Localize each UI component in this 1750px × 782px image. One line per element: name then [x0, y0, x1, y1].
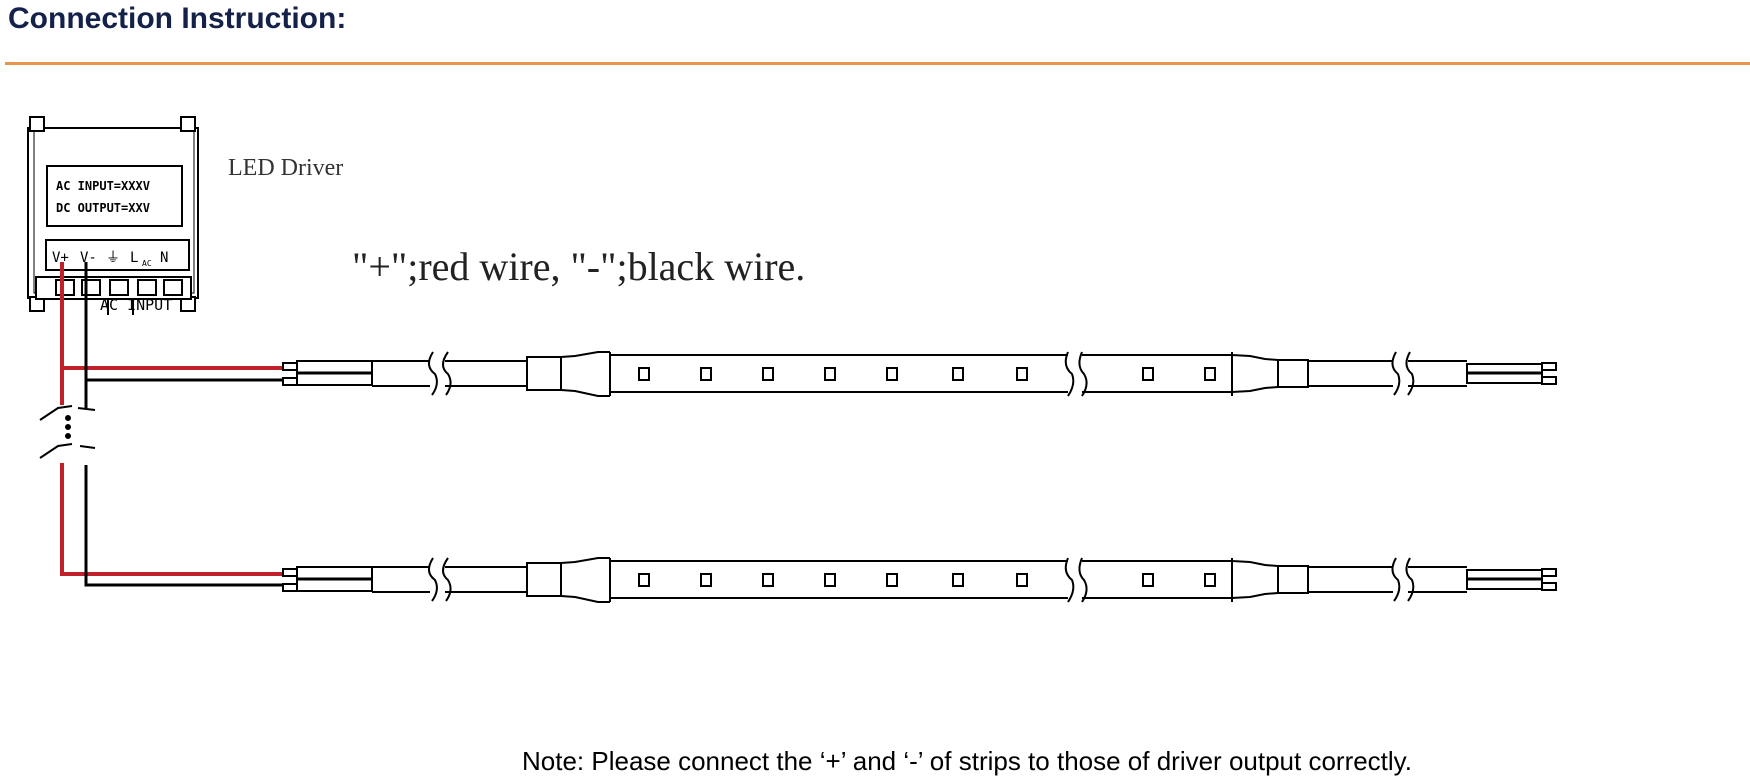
- led-chip: [824, 367, 836, 381]
- lead-wire: [1541, 582, 1557, 591]
- led-chip: [886, 573, 898, 587]
- led-chip: [1142, 573, 1154, 587]
- lead-wire: [1541, 362, 1557, 371]
- break-mark: [1064, 557, 1088, 603]
- led-chip: [1204, 367, 1216, 381]
- connector: [1277, 565, 1309, 594]
- lead-wire: [1541, 376, 1557, 385]
- lead-wire: [282, 362, 298, 371]
- led-chip: [700, 367, 712, 381]
- terminal-screws: [55, 279, 183, 296]
- wire-color-legend: "+";red wire, "-";black wire.: [352, 244, 805, 289]
- page-title: Connection Instruction:: [8, 2, 347, 35]
- led-chip: [824, 573, 836, 587]
- led-chip: [886, 367, 898, 381]
- cable: [1308, 360, 1467, 387]
- led-chip: [952, 573, 964, 587]
- title-divider: [5, 62, 1750, 65]
- led-chip: [638, 573, 650, 587]
- cable: [372, 360, 527, 387]
- led-chip: [1142, 367, 1154, 381]
- led-driver-label: LED Driver: [228, 155, 343, 181]
- lead-wire: [282, 377, 298, 386]
- terminal-v-minus: V-: [80, 250, 97, 266]
- led-chip: [762, 367, 774, 381]
- connector: [526, 562, 562, 597]
- break-mark: [1064, 351, 1088, 397]
- led-chip: [1204, 573, 1216, 587]
- lead-wire: [1541, 568, 1557, 577]
- wire-break: [39, 405, 96, 459]
- led-strip-body: [609, 352, 1232, 396]
- terminal-ground: ⏚: [106, 250, 120, 266]
- connector: [526, 356, 562, 391]
- panel-output-rating: DC OUTPUT=XXV: [56, 201, 150, 215]
- led-driver: [27, 116, 199, 315]
- break-mark: [428, 351, 452, 396]
- terminal-v-plus: V+: [52, 250, 69, 266]
- led-chip: [762, 573, 774, 587]
- led-chip: [638, 367, 650, 381]
- led-chip: [700, 573, 712, 587]
- led-chip: [1016, 573, 1028, 587]
- led-chip: [1016, 367, 1028, 381]
- strip-2: [282, 557, 1557, 603]
- red-wire: [60, 262, 283, 576]
- lead-wire: [282, 568, 298, 577]
- terminal-ac: AC: [142, 259, 152, 268]
- lead-wire: [282, 583, 298, 592]
- break-mark: [1391, 557, 1415, 602]
- black-wire: [84, 262, 283, 587]
- connector: [1277, 359, 1309, 388]
- break-mark: [428, 557, 452, 602]
- cable: [1308, 566, 1467, 593]
- led-strip-body: [609, 558, 1232, 602]
- connection-note: Note: Please connect the ‘+’ and ‘-’ of …: [522, 746, 1412, 776]
- ac-input-label: AC INPUT: [100, 296, 172, 314]
- panel-input-rating: AC INPUT=XXXV: [56, 179, 150, 193]
- led-chip: [952, 367, 964, 381]
- terminal-l: L: [130, 250, 138, 266]
- terminal-n: N: [160, 250, 168, 266]
- terminal-labels: V+ V- ⏚ L AC N: [52, 250, 168, 268]
- break-mark: [1391, 351, 1415, 396]
- strip-1: [282, 351, 1557, 397]
- cable: [372, 566, 527, 593]
